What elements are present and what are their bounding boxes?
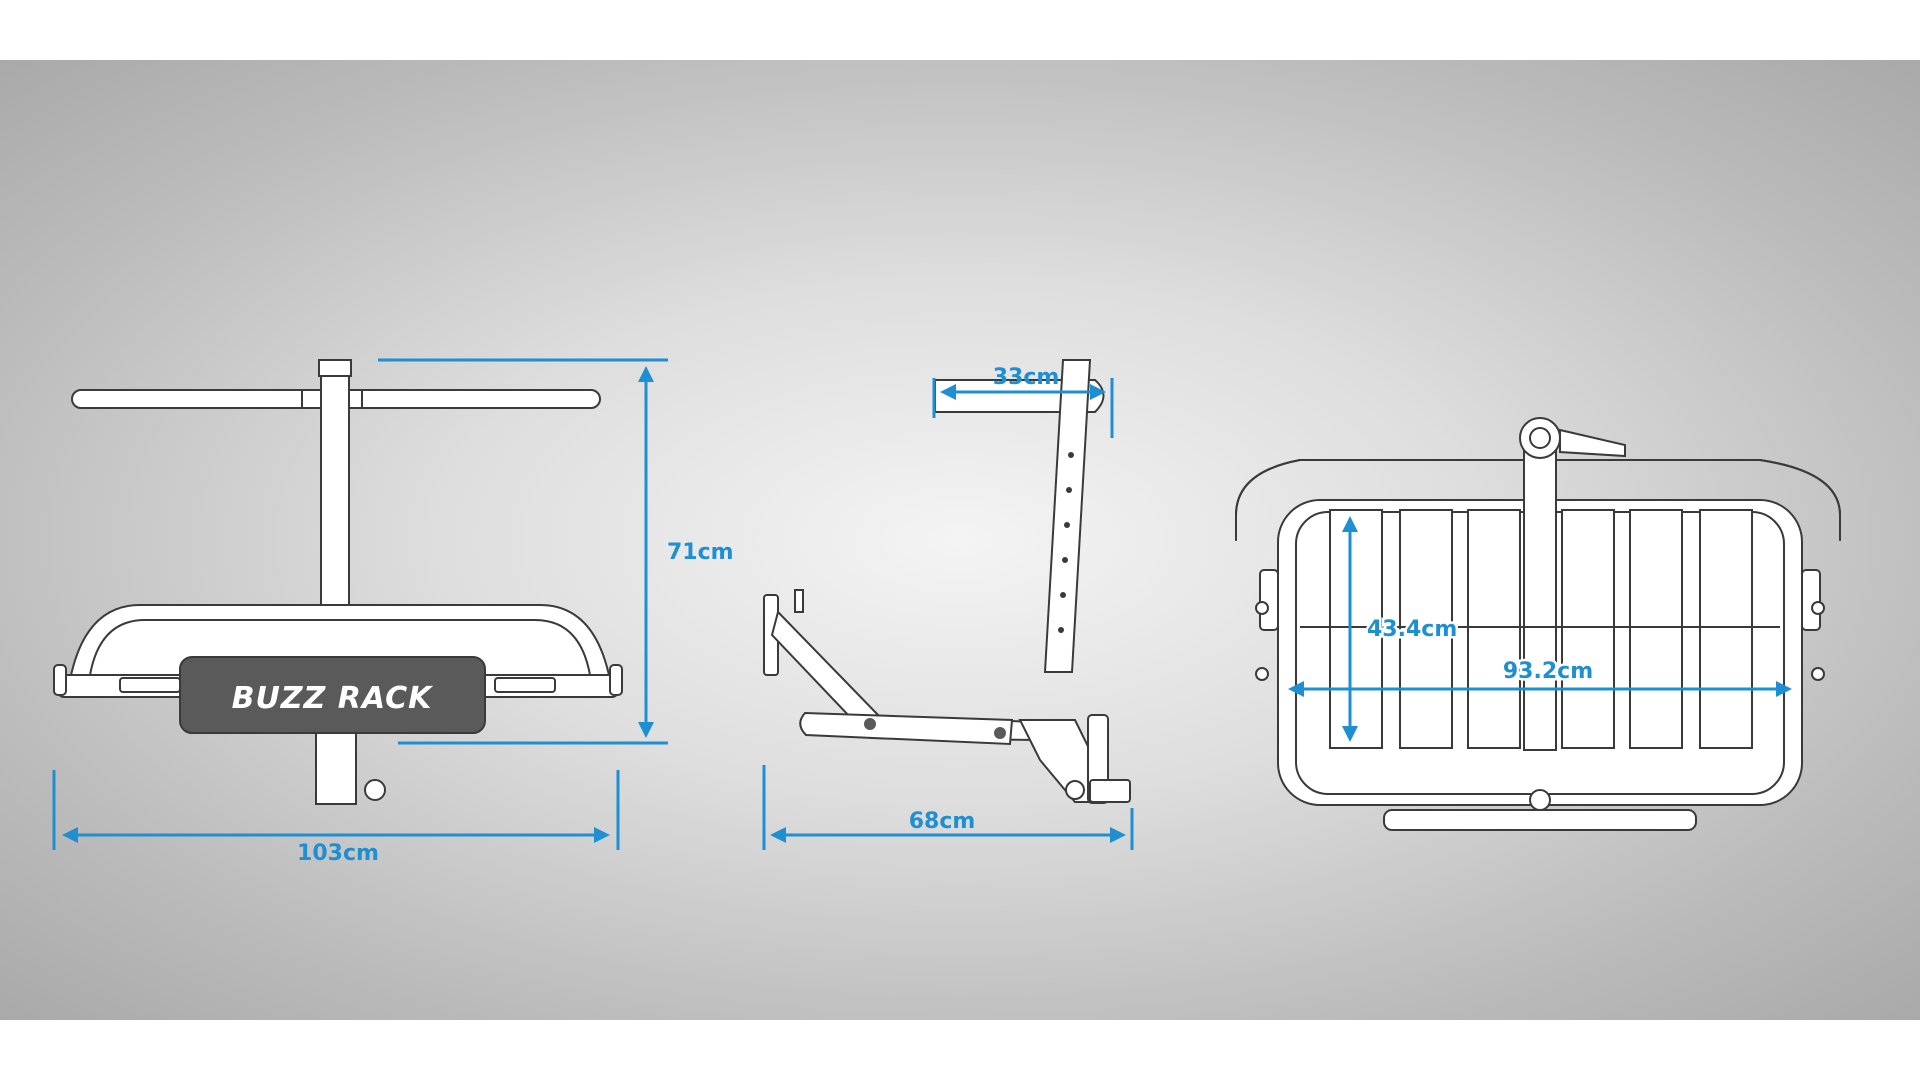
- top-pin-knob: [1255, 667, 1269, 681]
- label-side-top: 33cm: [993, 365, 1060, 390]
- brand-plate: [179, 656, 486, 734]
- arrowhead: [940, 384, 956, 400]
- label-side-length: 68cm: [909, 809, 976, 834]
- dimension-top-width: 93.2cm: [1288, 657, 1792, 697]
- front-right-endcap: [609, 664, 623, 696]
- top-slat: [1467, 509, 1521, 749]
- top-mount-knob: [1519, 417, 1561, 459]
- side-front-bolt: [794, 589, 804, 613]
- label-front-height: 71cm: [667, 540, 734, 565]
- arrowhead: [1776, 681, 1792, 697]
- front-view: BUZZ RACK: [53, 359, 623, 805]
- top-slat: [1561, 509, 1615, 749]
- mast-hole: [1066, 487, 1072, 493]
- front-mast-cap: [318, 359, 352, 377]
- arrowhead: [62, 827, 78, 843]
- side-pivot: [864, 718, 876, 730]
- front-wheel-cradle: [119, 677, 181, 693]
- arrowhead: [770, 827, 786, 843]
- arrowhead: [1110, 827, 1126, 843]
- dimension-side-length: 68cm: [762, 765, 1134, 850]
- side-mast: [1043, 359, 1092, 673]
- arrowhead: [1342, 726, 1358, 742]
- dimension-diagram: BUZZ RACK 103cm 71cm: [52, 358, 1841, 866]
- top-pin-knob: [1811, 667, 1825, 681]
- side-hitch-block: [1089, 779, 1131, 803]
- mast-hole: [1062, 557, 1068, 563]
- dimension-front-width: 103cm: [52, 770, 620, 866]
- dimension-top-depth: 43.4cm: [1342, 516, 1460, 742]
- arrowhead: [594, 827, 610, 843]
- arrowhead: [1288, 681, 1304, 697]
- top-mount-lever: [1559, 428, 1626, 458]
- mast-hole: [1064, 522, 1070, 528]
- top-slat: [1629, 509, 1683, 749]
- top-side-pin: [1801, 569, 1821, 631]
- side-view: [763, 359, 1131, 804]
- top-side-pin: [1259, 569, 1279, 631]
- dimension-side-top: 33cm: [932, 365, 1114, 438]
- top-pin-knob: [1255, 601, 1269, 615]
- front-wheel-cradle: [494, 677, 556, 693]
- side-adjust-bar: [799, 711, 1014, 746]
- mast-hole: [1060, 592, 1066, 598]
- top-hitch-bar: [1383, 809, 1697, 831]
- top-mount-knob-inner: [1529, 427, 1551, 449]
- mast-hole: [1068, 452, 1074, 458]
- arrowhead: [1342, 516, 1358, 532]
- brand-logo: BUZZ RACK: [232, 681, 435, 716]
- arrowhead: [638, 722, 654, 738]
- front-hitch-knob: [364, 779, 386, 801]
- top-pin-knob: [1811, 601, 1825, 615]
- dimension-front-height: 71cm: [378, 358, 734, 745]
- diagram-canvas: BUZZ RACK 103cm 71cm: [0, 60, 1920, 1020]
- top-hitch-knob: [1529, 789, 1551, 811]
- top-slat: [1399, 509, 1453, 749]
- top-slat: [1699, 509, 1753, 749]
- label-front-width: 103cm: [297, 841, 379, 866]
- front-tray-inner: [89, 619, 591, 676]
- arrowhead: [1090, 384, 1106, 400]
- top-slat: [1329, 509, 1383, 749]
- front-left-endcap: [53, 664, 67, 696]
- label-top-depth: 43.4cm: [1367, 617, 1457, 642]
- side-pivot: [994, 727, 1006, 739]
- top-spine: [1523, 439, 1557, 751]
- top-view: [1235, 417, 1841, 831]
- arrowhead: [638, 366, 654, 382]
- label-top-width: 93.2cm: [1503, 659, 1593, 684]
- side-knob: [1065, 780, 1085, 800]
- mast-hole: [1058, 627, 1064, 633]
